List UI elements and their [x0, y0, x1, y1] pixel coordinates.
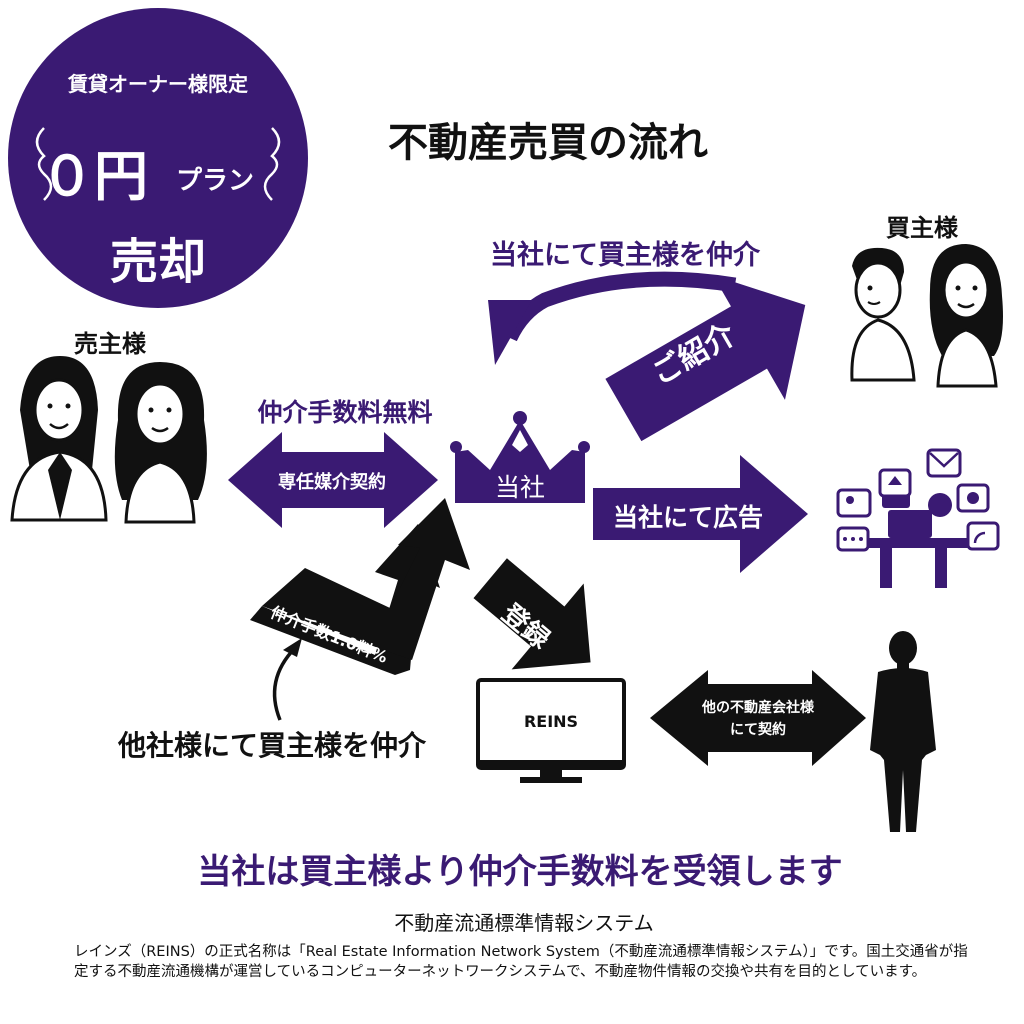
badge-ornament-left: [35, 127, 53, 201]
page-title: 不動産売買の流れ: [388, 120, 708, 166]
other-contract-line1: 他の不動産会社様: [702, 700, 814, 716]
buyer-woman-icon: [929, 244, 1003, 388]
in-house-broker-label: 当社にて買主様を仲介: [490, 240, 760, 271]
sellers-label: 売主様: [74, 330, 146, 358]
seller-woman-2-icon: [114, 362, 207, 524]
headline-text: 当社は買主様より仲介手数料を受領します: [197, 852, 843, 892]
marketing-icon: [836, 448, 1000, 588]
company-label: 当社: [494, 473, 546, 502]
other-broker-curve-head: [283, 638, 302, 657]
badge-plan-label: プラン: [176, 166, 255, 196]
other-broker-curve: [272, 646, 297, 721]
seller-woman-icon: [10, 356, 108, 522]
businessman-icon: [870, 631, 936, 832]
badge-zero-yen: ０円: [40, 145, 148, 208]
other-contract-line2: にて契約: [730, 722, 786, 738]
other-contract-arrow: [650, 670, 866, 766]
monitor-icon: [476, 678, 626, 783]
curved-arrow-in-house: [503, 271, 737, 342]
exclusive-contract-arrow: [228, 432, 438, 528]
free-fee-label: 仲介手数料無料: [257, 398, 433, 427]
crown-icon: [450, 411, 590, 503]
advertise-arrow: [593, 455, 808, 573]
fee-percent-arrow: [250, 498, 470, 675]
footer-body: レインズ（REINS）の正式名称は「Real Estate Informatio…: [74, 944, 968, 980]
curved-arrow-in-house-head: [488, 300, 532, 365]
plan-badge-circle: [8, 8, 308, 308]
reins-label: REINS: [523, 712, 579, 731]
exclusive-contract-label: 専任媒介契約: [278, 472, 386, 493]
advertise-label: 当社にて広告: [612, 503, 764, 532]
buyer-man-icon: [850, 247, 916, 382]
footer: 不動産流通標準情報システム レインズ（REINS）の正式名称は「Real Est…: [74, 907, 974, 982]
badge-limited-label: 賃貸オーナー様限定: [68, 72, 248, 96]
buyers-label: 買主様: [886, 214, 958, 242]
register-arrow: [473, 558, 591, 670]
footer-title: 不動産流通標準情報システム: [394, 911, 654, 935]
badge-sell-label: 売却: [109, 234, 207, 290]
introduce-arrow: [605, 275, 806, 442]
badge-ornament-right: [263, 127, 281, 201]
other-broker-label: 他社様にて買主様を仲介: [117, 729, 427, 762]
